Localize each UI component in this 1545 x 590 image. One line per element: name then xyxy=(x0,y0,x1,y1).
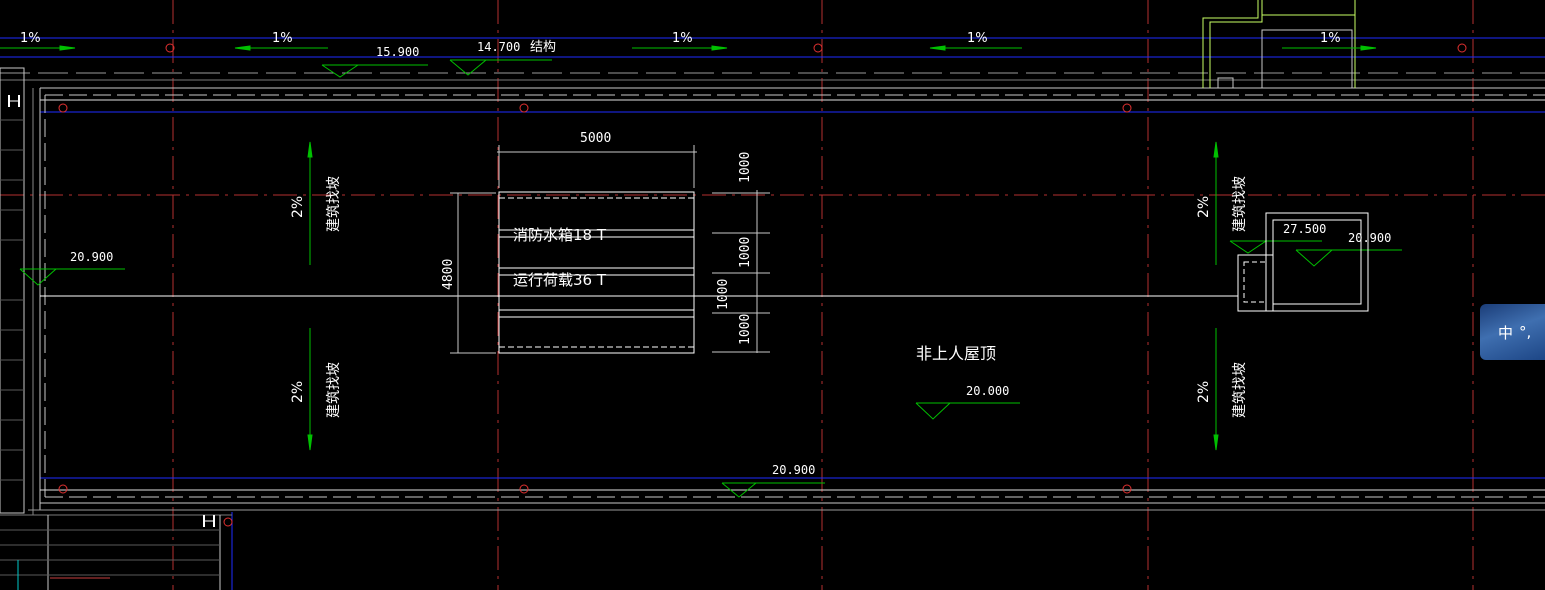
ime-mode-label: 中 xyxy=(1498,323,1514,342)
slope-find-label: 建筑找坡 xyxy=(1232,362,1248,418)
slope-label: 1% xyxy=(967,31,988,46)
slope-label: 1% xyxy=(1320,31,1341,46)
slope-percent: 2% xyxy=(290,381,306,403)
elevation-label: 20.000 xyxy=(966,384,1009,398)
structure-label: 结构 xyxy=(530,40,556,55)
dim-1000: 1000 xyxy=(738,314,753,345)
top-slope-arrows xyxy=(0,45,1377,51)
slope-find-label: 建筑找坡 xyxy=(326,362,342,418)
tank-labels: 消防水箱18 T 运行荷载36 T xyxy=(513,226,607,289)
elevation-label: 27.500 xyxy=(1283,222,1326,236)
elevation-symbols xyxy=(19,59,1402,498)
roof-box-right[interactable] xyxy=(1237,212,1369,312)
slope-find-label: 建筑找坡 xyxy=(1232,176,1248,232)
ime-punct-label: °, xyxy=(1519,323,1532,341)
roof-outline xyxy=(0,67,1545,590)
slope-label: 1% xyxy=(272,31,293,46)
tank-label: 消防水箱18 T xyxy=(513,226,607,244)
dim-height: 4800 xyxy=(441,259,456,290)
slope-percent: 2% xyxy=(1196,381,1212,403)
blue-lines xyxy=(0,37,1545,590)
dim-1000: 1000 xyxy=(716,279,731,310)
elevation-label: 14.700 xyxy=(477,40,520,54)
water-tank[interactable] xyxy=(498,191,695,354)
dim-1000: 1000 xyxy=(738,237,753,268)
roof-slope-arrows xyxy=(307,141,1219,451)
dim-1000: 1000 xyxy=(738,152,753,183)
dim-width: 5000 xyxy=(580,131,611,146)
tank-dimension-text: 5000 4800 1000 1000 1000 1000 xyxy=(441,131,753,345)
load-label: 运行荷载36 T xyxy=(513,271,607,289)
elevation-values: 15.900 14.700 结构 20.900 27.500 20.900 20… xyxy=(70,40,1391,477)
top-slope-labels: 1% 1% 1% 1% 1% xyxy=(20,31,1341,46)
roof-type-label: 非上人屋顶 xyxy=(916,344,996,363)
slope-percent: 2% xyxy=(1196,196,1212,218)
elevation-label: 20.900 xyxy=(1348,231,1391,245)
top-right-stair xyxy=(1202,0,1356,89)
tank-dimensions xyxy=(450,145,770,354)
ime-status-widget[interactable]: 中 °, xyxy=(1480,304,1545,360)
elevation-label: 20.900 xyxy=(70,250,113,264)
slope-find-label: 建筑找坡 xyxy=(326,176,342,232)
slope-label: 1% xyxy=(672,31,693,46)
elevation-label: 20.900 xyxy=(772,463,815,477)
elevation-label: 15.900 xyxy=(376,45,419,59)
roof-slope-labels: 2% 建筑找坡 2% 建筑找坡 2% 建筑找坡 2% 建筑找坡 xyxy=(290,176,1248,418)
column-markers xyxy=(58,43,1467,527)
slope-percent: 2% xyxy=(290,196,306,218)
slope-label: 1% xyxy=(20,31,41,46)
